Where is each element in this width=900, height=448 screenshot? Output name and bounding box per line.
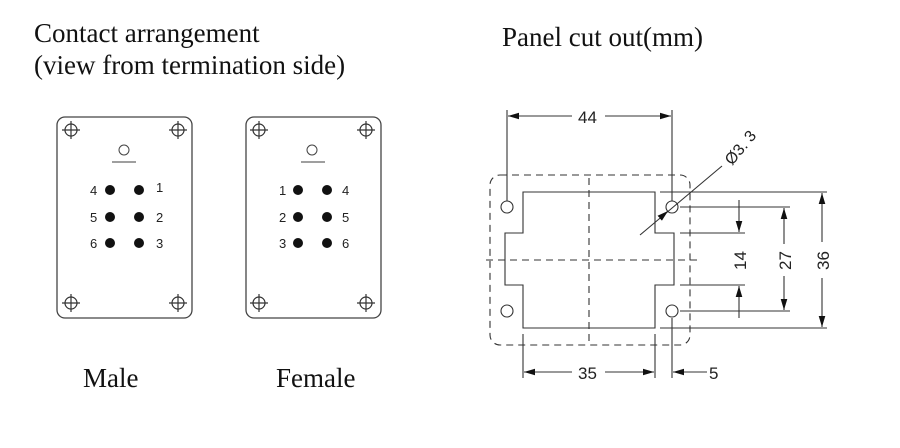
male-contact-panel: 4 5 6 1 2 3 bbox=[56, 116, 193, 319]
female-contact-panel: 1 2 3 4 5 6 bbox=[245, 116, 382, 319]
dim-44: 44 bbox=[578, 108, 597, 127]
female-label: Female bbox=[276, 363, 356, 393]
mount-hole-icon bbox=[356, 293, 376, 313]
dim-36: 36 bbox=[814, 251, 833, 270]
mount-hole-icon bbox=[168, 120, 188, 140]
mount-hole-icon bbox=[168, 293, 188, 313]
pin-label: 3 bbox=[279, 236, 286, 251]
contact-arrangement-title: Contact arrangement bbox=[34, 18, 260, 48]
pin-label: 1 bbox=[156, 180, 163, 195]
pin-label: 2 bbox=[279, 210, 286, 225]
pin-label: 6 bbox=[342, 236, 349, 251]
pin-label: 5 bbox=[342, 210, 349, 225]
male-label: Male bbox=[83, 363, 139, 393]
ground-icon bbox=[301, 144, 325, 163]
dim-27: 27 bbox=[776, 251, 795, 270]
dim-5: 5 bbox=[709, 364, 718, 383]
pin-label: 3 bbox=[156, 236, 163, 251]
contact-arrangement-subtitle: (view from termination side) bbox=[34, 50, 346, 80]
ground-icon bbox=[112, 144, 136, 163]
mount-hole-icon bbox=[249, 120, 269, 140]
dim-14: 14 bbox=[731, 251, 750, 270]
panel-cutout-title: Panel cut out(mm) bbox=[502, 22, 703, 52]
pin-label: 5 bbox=[90, 210, 97, 225]
panel-cutout-drawing bbox=[486, 110, 827, 378]
mount-hole-icon bbox=[61, 293, 81, 313]
mount-hole-icon bbox=[61, 120, 81, 140]
pin-label: 4 bbox=[342, 183, 349, 198]
mount-hole-icon bbox=[249, 293, 269, 313]
dim-35: 35 bbox=[578, 364, 597, 383]
dim-hole-diameter: Ø3. 3 bbox=[722, 128, 760, 169]
pin-label: 4 bbox=[90, 183, 97, 198]
mount-hole-icon bbox=[356, 120, 376, 140]
pin-label: 1 bbox=[279, 183, 286, 198]
pin-label: 6 bbox=[90, 236, 97, 251]
pin-label: 2 bbox=[156, 210, 163, 225]
